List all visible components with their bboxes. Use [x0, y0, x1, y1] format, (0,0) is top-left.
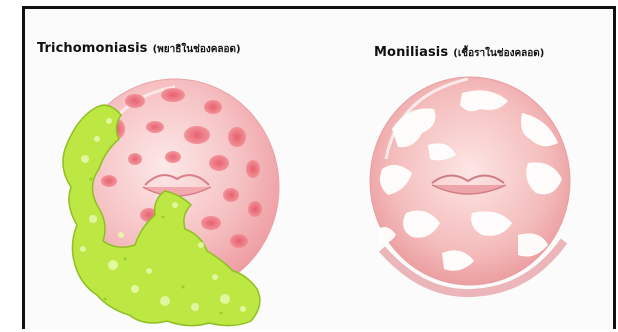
trichomoniasis-panel: Trichomoniasis (พยาธิในช่องคลอด) [25, 9, 322, 329]
trichomoniasis-thai: (พยาธิในช่องคลอด) [153, 44, 241, 55]
trichomoniasis-illustration [25, 9, 322, 332]
moniliasis-title: Moniliasis [374, 45, 448, 60]
moniliasis-label: Moniliasis (เชื้อราในช่องคลอด) [374, 41, 544, 61]
moniliasis-thai: (เชื้อราในช่องคลอด) [453, 48, 544, 59]
trichomoniasis-title: Trichomoniasis [37, 41, 148, 56]
moniliasis-panel: Moniliasis (เชื้อราในช่องคลอด) [322, 9, 613, 329]
trichomoniasis-label: Trichomoniasis (พยาธิในช่องคลอด) [37, 37, 241, 57]
diagram-frame: Trichomoniasis (พยาธิในช่องคลอด) [22, 6, 616, 329]
